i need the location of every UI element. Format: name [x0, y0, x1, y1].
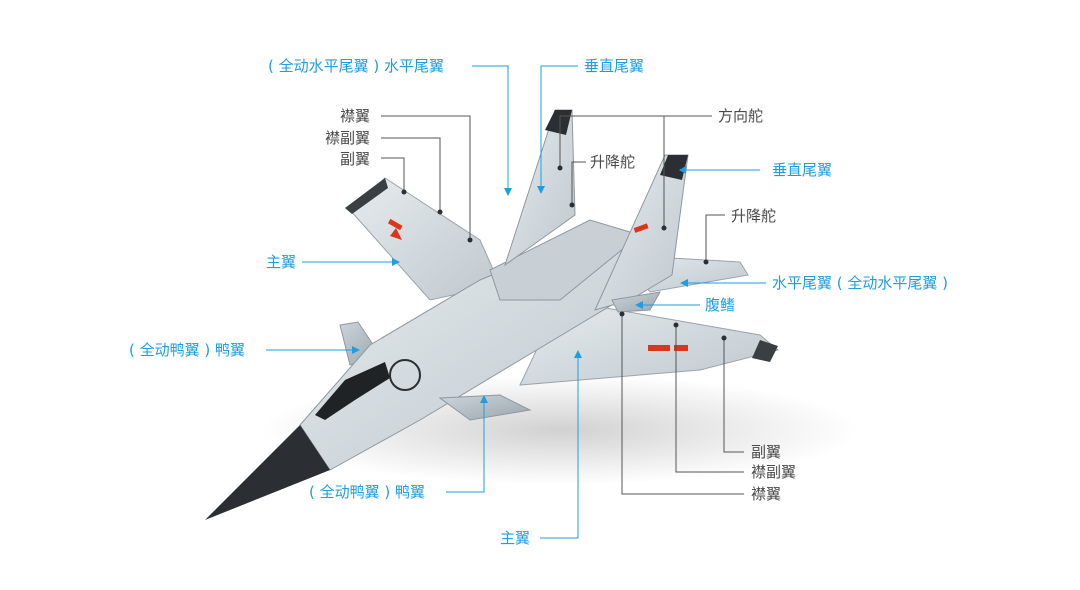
- label-main-wing-left: 主翼: [266, 253, 296, 271]
- dot-elevator-right: [704, 260, 709, 265]
- leader-rudder: [560, 116, 712, 168]
- dot-flap-right: [620, 312, 625, 317]
- dot-rudder-2: [662, 226, 667, 231]
- label-rudder: 方向舵: [718, 107, 763, 125]
- dot-rudder: [558, 166, 563, 171]
- label-flap-right: 襟翼: [751, 485, 781, 503]
- insignia-right-wing: [648, 345, 688, 351]
- label-flaperon-left: 襟副翼: [325, 129, 370, 147]
- label-main-wing-bottom: 主翼: [500, 529, 530, 547]
- label-v-tail-left: 垂直尾翼: [584, 57, 644, 75]
- label-v-tail-right: 垂直尾翼: [772, 161, 832, 179]
- label-aileron-right: 副翼: [751, 443, 781, 461]
- label-elevator-left: 升降舵: [590, 153, 635, 171]
- label-aileron-left: 副翼: [340, 150, 370, 168]
- leader-h-stab-left: [472, 66, 508, 192]
- label-ventral-fin: 腹鳍: [705, 296, 735, 314]
- dot-flap-left: [468, 238, 473, 243]
- label-canard-bottom: ( 全动鸭翼 ) 鸭翼: [309, 483, 425, 501]
- dot-aileron-left: [402, 190, 407, 195]
- label-canard-left: ( 全动鸭翼 ) 鸭翼: [129, 341, 245, 359]
- label-h-stab-right: 水平尾翼 ( 全动水平尾翼 ): [772, 274, 948, 292]
- dot-aileron-right: [722, 336, 727, 341]
- dot-elevator-left: [570, 203, 575, 208]
- label-elevator-right: 升降舵: [731, 207, 776, 225]
- arrow-h-stab-left: [504, 188, 512, 196]
- dot-flaperon-left: [438, 210, 443, 215]
- label-flaperon-right: 襟副翼: [751, 463, 796, 481]
- label-h-stab-left: ( 全动水平尾翼 ) 水平尾翼: [268, 57, 444, 75]
- label-flap-left: 襟翼: [340, 107, 370, 125]
- dot-flaperon-right: [674, 323, 679, 328]
- leader-elevator-right: [706, 215, 725, 262]
